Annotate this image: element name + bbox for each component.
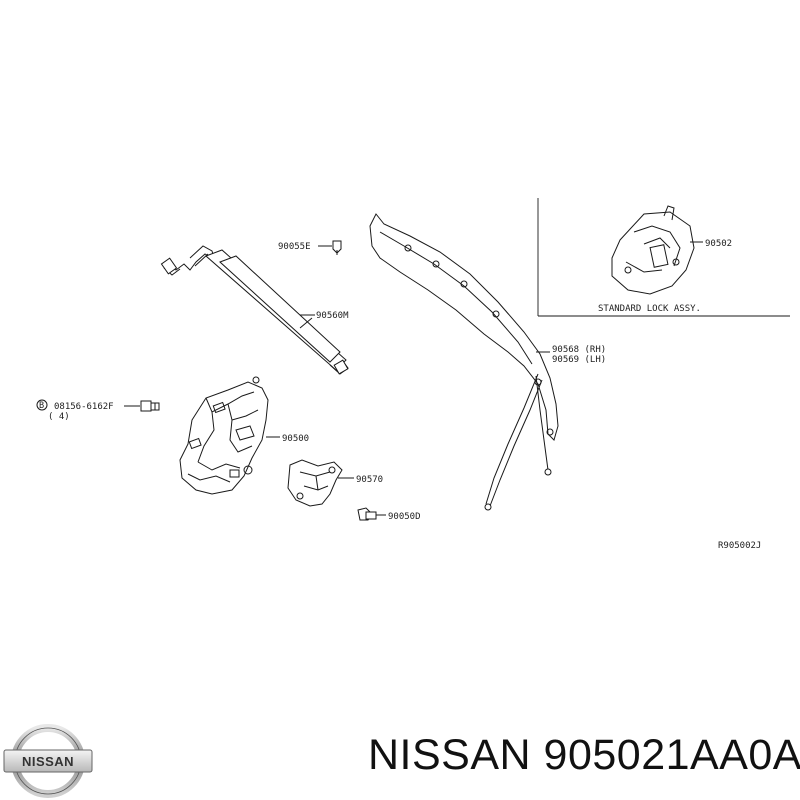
- logo-wordmark: NISSAN: [22, 754, 74, 769]
- label-90570: 90570: [356, 475, 383, 485]
- diagram-ref-code: R905002J: [718, 541, 761, 551]
- label-90502: 90502: [705, 239, 732, 249]
- lock-assembly-drawing: [179, 376, 280, 495]
- inset-caption: STANDARD LOCK ASSY.: [598, 304, 701, 314]
- bolt-marker: B: [39, 401, 44, 411]
- bolt-drawing: [124, 400, 160, 412]
- label-bolt-code: 08156-6162F: [54, 402, 114, 412]
- label-90560m: 90560M: [316, 311, 349, 321]
- striker-drawing: [287, 459, 354, 507]
- label-90055e: 90055E: [278, 242, 311, 252]
- label-90569-lh: 90569 (LH): [552, 355, 606, 365]
- gas-strut-drawing: [160, 245, 349, 375]
- bolt-marker-circle: [36, 399, 48, 411]
- label-bolt-qty: ( 4): [48, 412, 70, 422]
- label-90050d: 90050D: [388, 512, 421, 522]
- label-90568-rh: 90568 (RH): [552, 345, 606, 355]
- label-90500: 90500: [282, 434, 309, 444]
- part-title: NISSAN 905021AA0A: [368, 731, 800, 779]
- clip-drawing: [318, 240, 342, 255]
- bracket-cable-drawing: [369, 213, 559, 511]
- inset-frame: [537, 198, 790, 317]
- screw-drawing: [357, 507, 386, 521]
- nissan-logo: NISSAN: [3, 724, 93, 798]
- standard-lock-drawing: [611, 205, 703, 295]
